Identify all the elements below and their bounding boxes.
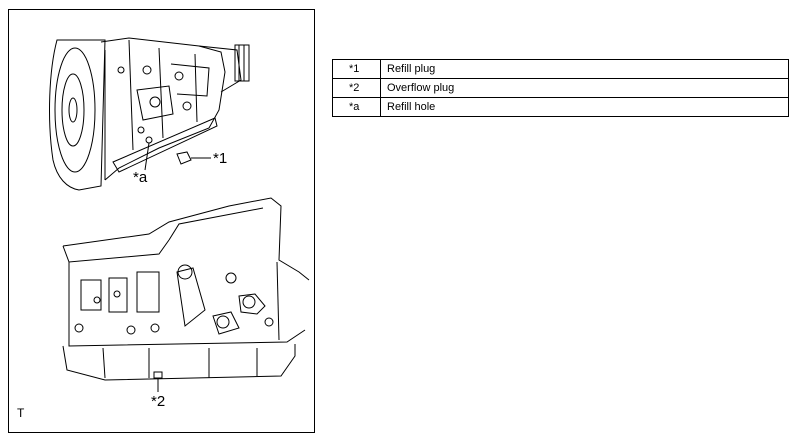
transmission-illustration: *1 *a *2	[49, 37, 310, 410]
callout-refill-hole: *a	[133, 169, 148, 186]
legend-label: Overflow plug	[380, 78, 789, 98]
legend-row: *a Refill hole	[332, 97, 789, 117]
legend-row: *2 Overflow plug	[332, 78, 789, 98]
legend-code: *a	[332, 97, 381, 117]
callout-refill-plug: *1	[213, 150, 227, 167]
legend-code: *1	[332, 59, 381, 79]
legend-label: Refill hole	[380, 97, 789, 117]
transmission-top-drawing	[49, 37, 250, 191]
callout-overflow-plug: *2	[151, 393, 165, 410]
legend-code: *2	[332, 78, 381, 98]
legend-label: Refill plug	[380, 59, 789, 79]
illustration-frame: *1 *a *2 T	[8, 9, 315, 433]
callout-legend-table: *1 Refill plug *2 Overflow plug *a Refil…	[332, 59, 789, 117]
legend-row: *1 Refill plug	[332, 59, 789, 79]
transmission-bottom-drawing	[62, 197, 310, 392]
figure-corner-mark: T	[17, 406, 25, 420]
